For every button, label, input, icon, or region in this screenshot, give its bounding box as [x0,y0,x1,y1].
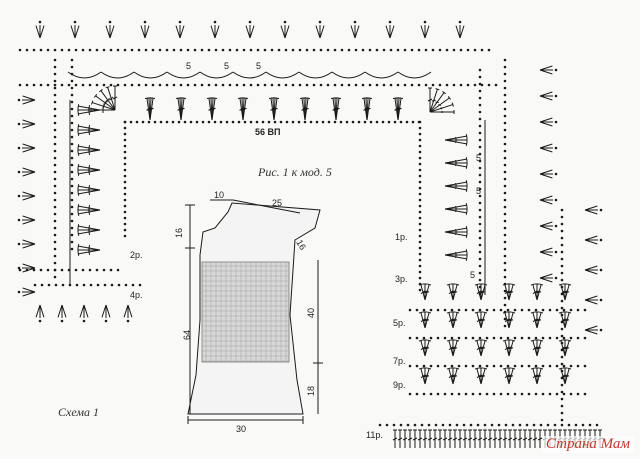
chain-label: 56 ВП [255,127,280,137]
count-mark: 5 [186,61,191,71]
row-label-5: 5р. [393,318,406,328]
row-label-1: 1р. [395,232,408,242]
watermark: Страна Мам [541,436,634,453]
dim-shoulder: 25 [272,198,282,208]
dim-body: 40 [306,308,316,318]
crochet-stitch-pattern [17,20,603,448]
count-mark: 5 [476,153,481,163]
row-label-2: 2р. [130,250,143,260]
garment-schematic [185,199,323,424]
row-label-11: 11р. [366,430,383,440]
row-label-7: 7р. [393,356,406,366]
dim-line-shoulder [232,199,301,214]
figure-caption: Рис. 1 к мод. 5 [257,165,332,179]
count-mark: 5 [476,186,481,196]
dim-neck: 16 [294,238,308,252]
scheme-label: Схема 1 [58,405,99,419]
dim-top-left: 10 [214,190,224,200]
count-mark: 5 [470,270,475,280]
lace-grid [202,262,289,362]
row-label-9: 9р. [393,380,406,390]
count-mark: 5 [224,61,229,71]
count-mark: 5 [256,61,261,71]
row-label-4: 4р. [130,290,143,300]
row-label-3: 3р. [395,274,408,284]
lace-panel [201,261,290,363]
dim-armhole: 16 [174,228,184,238]
dim-hem: 18 [306,386,316,396]
dim-length: 64 [182,330,192,340]
dim-width: 30 [236,424,246,434]
